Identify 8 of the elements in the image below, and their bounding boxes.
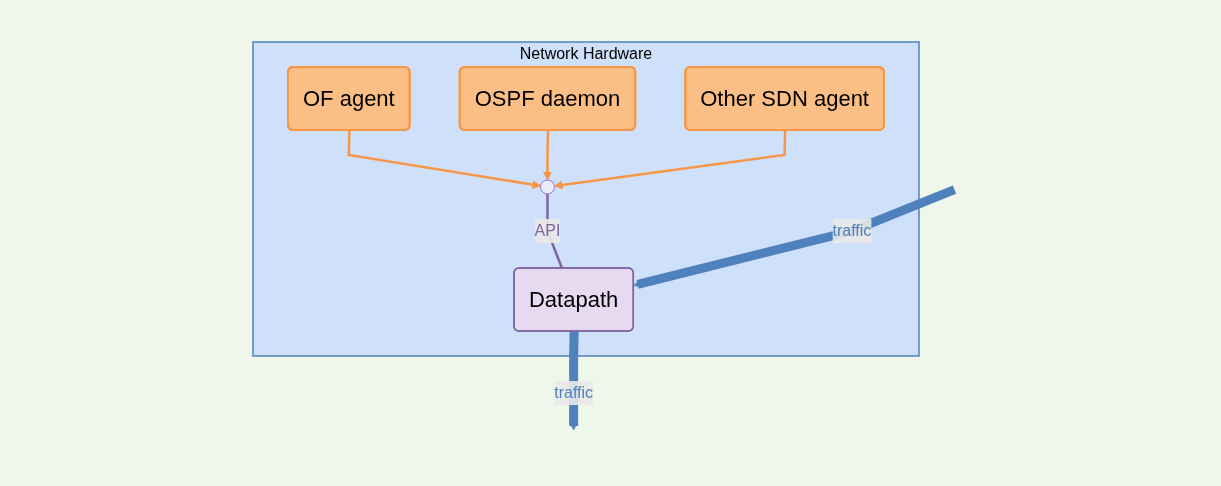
edge-label: traffic [554, 384, 594, 401]
edge-label: traffic [832, 222, 872, 239]
arrow [543, 130, 552, 181]
node-circle [540, 179, 555, 195]
edge-label: API [534, 222, 561, 239]
arrow [633, 185, 957, 289]
arrow [554, 130, 787, 190]
arrow [347, 130, 541, 189]
